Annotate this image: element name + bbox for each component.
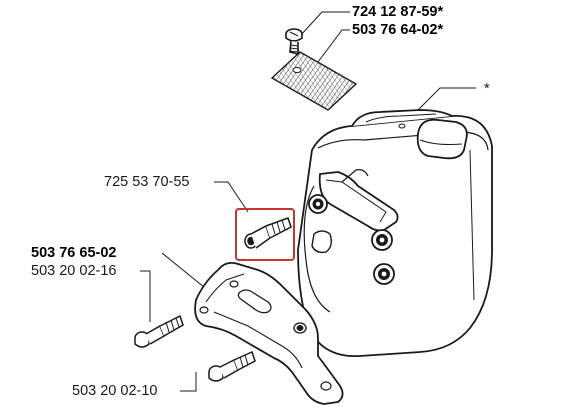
label-muffler-ref: *: [484, 81, 490, 97]
center-bolt: [244, 217, 292, 249]
mounting-bracket: [194, 261, 344, 405]
leader-lines: [140, 11, 476, 392]
label-bolt-left: 503 20 02-16: [31, 263, 117, 279]
bottom-bolt: [208, 350, 256, 382]
leader-bolt-bottom: [180, 372, 197, 392]
leader-screw-top: [299, 11, 350, 37]
left-bolt: [134, 314, 184, 348]
leader-muffler: [415, 87, 476, 113]
leader-plate-top: [317, 29, 350, 63]
leader-bolt-left: [140, 270, 151, 322]
label-screw-top: 724 12 87-59*: [352, 4, 444, 20]
leader-bolt-center: [214, 181, 249, 213]
muffler-body: [297, 109, 493, 357]
label-plate-top: 503 76 64-02*: [352, 22, 444, 38]
highlight-box: [235, 208, 295, 261]
label-bolt-bottom: 503 20 02-10: [72, 383, 158, 399]
heat-shield-plate: [270, 51, 358, 111]
label-bracket: 503 76 65-02: [31, 245, 117, 261]
label-bolt-center: 725 53 70-55: [104, 174, 190, 190]
top-screw: [285, 28, 303, 56]
